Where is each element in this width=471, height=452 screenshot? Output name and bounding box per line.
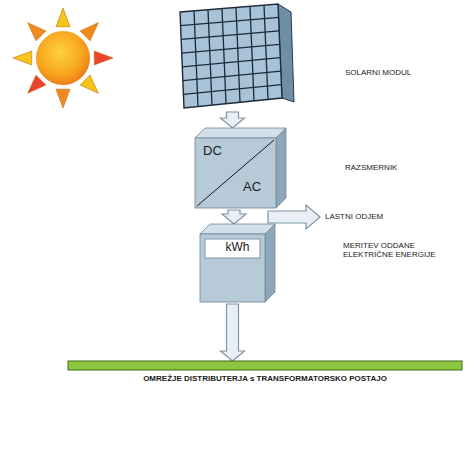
- flow-arrow: [222, 210, 246, 224]
- panel-grid: [181, 17, 279, 25]
- sun-ray: [80, 75, 98, 93]
- part-label: RAZSMERNIK: [345, 163, 397, 172]
- panel-grid: [264, 5, 268, 99]
- box-side: [276, 128, 286, 208]
- panel-face: [180, 4, 282, 108]
- panel-grid: [222, 9, 226, 104]
- part-label: MERITEV ODDANE ELEKTRIČNE ENERGIJE: [343, 241, 455, 259]
- grid-bar-shape: [68, 361, 462, 370]
- solar-module-shape: [175, 2, 295, 112]
- grid-label: OMREŽJE DISTRIBUTERJA s TRANSFORMATORSKO…: [68, 374, 462, 383]
- panel-grid: [194, 11, 198, 107]
- output-label: LASTNI ODJEM: [325, 212, 383, 221]
- panel-grid: [183, 85, 281, 95]
- sun-rays: [13, 8, 113, 108]
- panel-grid: [236, 7, 240, 102]
- sun-ray: [80, 23, 98, 41]
- sun-ray: [28, 23, 46, 41]
- box-top: [195, 128, 286, 138]
- panel-grid: [250, 6, 254, 101]
- solar-module: SOLARNI MODUL: [175, 2, 295, 112]
- panel-grid: [208, 10, 212, 105]
- energy-meter: kWhMERITEV ODDANE ELEKTRIČNE ENERGIJE: [200, 224, 276, 304]
- box-top: [200, 224, 275, 234]
- sun-ray: [94, 51, 113, 65]
- inverter-box: DCACRAZSMERNIK: [195, 128, 287, 210]
- panel-grid: [182, 44, 280, 53]
- sun-ray: [56, 8, 70, 27]
- flow-arrow: [221, 304, 245, 361]
- flow-arrow: [221, 112, 245, 128]
- grid-bar-shape: [68, 361, 462, 370]
- ac-label: AC: [243, 180, 261, 195]
- box-front: [195, 138, 276, 208]
- kwh-label: kWh: [205, 241, 270, 255]
- sun-ray: [56, 89, 70, 108]
- grid-bar: OMREŽJE DISTRIBUTERJA s TRANSFORMATORSKO…: [68, 361, 462, 370]
- panel-grid: [182, 58, 280, 67]
- part-label: SOLARNI MODUL: [345, 68, 411, 77]
- panel-grid: [181, 31, 279, 40]
- sun-ray: [13, 51, 32, 65]
- sun: [36, 31, 90, 85]
- inverter-box-shape: [195, 128, 287, 210]
- dc-label: DC: [203, 144, 222, 159]
- sun-ray: [28, 75, 46, 93]
- energy-meter-shape: [200, 224, 276, 304]
- box-side: [265, 224, 275, 302]
- panel-grid: [183, 71, 281, 80]
- dc-ac-divider: [197, 140, 274, 206]
